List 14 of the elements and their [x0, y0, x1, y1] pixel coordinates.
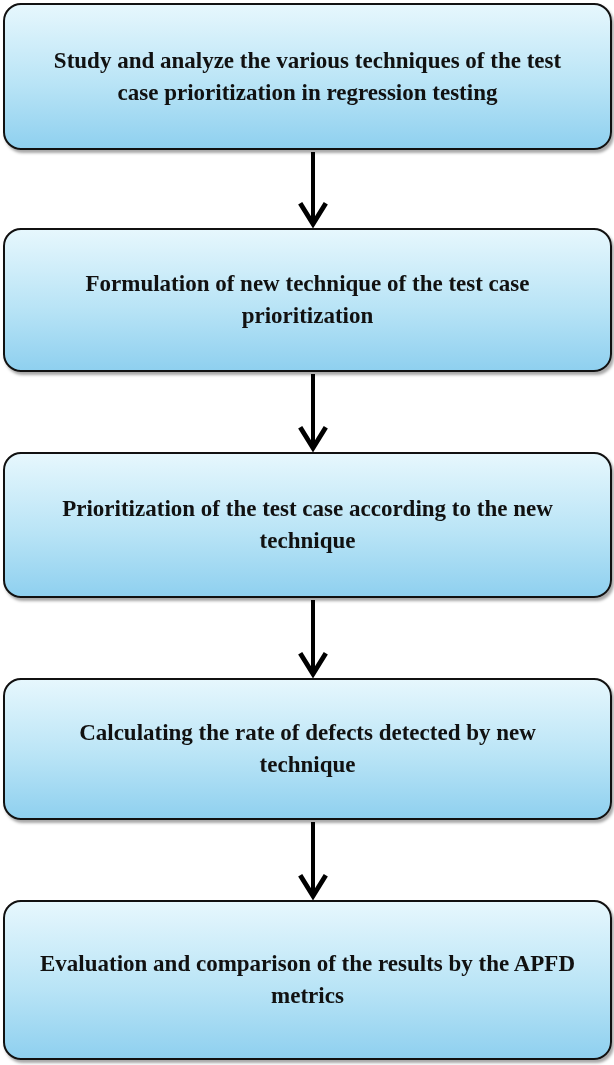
process-box [3, 452, 612, 598]
arrow [297, 374, 329, 451]
step-text: Prioritization of the test case according to the new technique [61, 495, 554, 555]
arrow [297, 822, 329, 899]
step-text: Evaluation and comparison of the results by the APFD metrics [39, 950, 576, 1010]
step-text: Formulation of new technique of the test case prioritization [84, 270, 531, 330]
arrow [297, 600, 329, 677]
process-box [3, 900, 612, 1060]
step-text: Calculating the rate of defects detected by new technique [78, 719, 537, 779]
process-box [3, 678, 612, 820]
arrow [297, 152, 329, 227]
process-box [3, 228, 612, 372]
step-text: Study and analyze the various techniques of the test case prioritization in regression testing [52, 46, 563, 107]
process-box [3, 3, 612, 150]
